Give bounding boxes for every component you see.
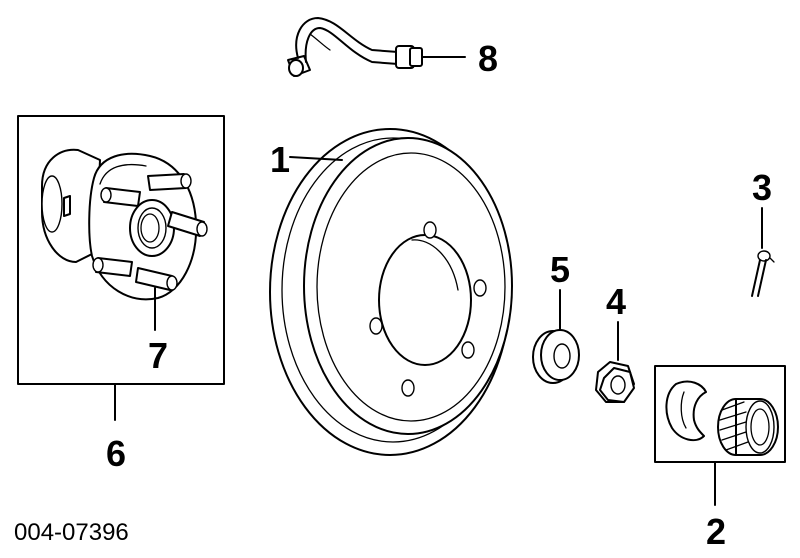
callout-2: 2: [706, 511, 726, 552]
washer-part: [532, 289, 580, 384]
hub-assembly-part: [17, 115, 225, 421]
callout-1: 1: [270, 139, 290, 180]
diagram-reference-code: 004-07396: [14, 519, 129, 546]
callout-8: 8: [478, 38, 498, 79]
callout-7: 7: [148, 335, 168, 376]
callout-4: 4: [606, 281, 626, 322]
bearing-part: [654, 365, 786, 506]
callout-5: 5: [550, 249, 570, 290]
brake-drum-part: [269, 128, 513, 456]
brake-hose-part: [287, 17, 466, 77]
nut-part: [595, 321, 635, 403]
hub-assembly-box: [17, 115, 225, 385]
cotter-pin-part: [751, 207, 775, 297]
callout-6: 6: [106, 433, 126, 474]
leader-line-1: [289, 156, 343, 161]
bearing-box: [654, 365, 786, 463]
callout-3: 3: [752, 167, 772, 208]
